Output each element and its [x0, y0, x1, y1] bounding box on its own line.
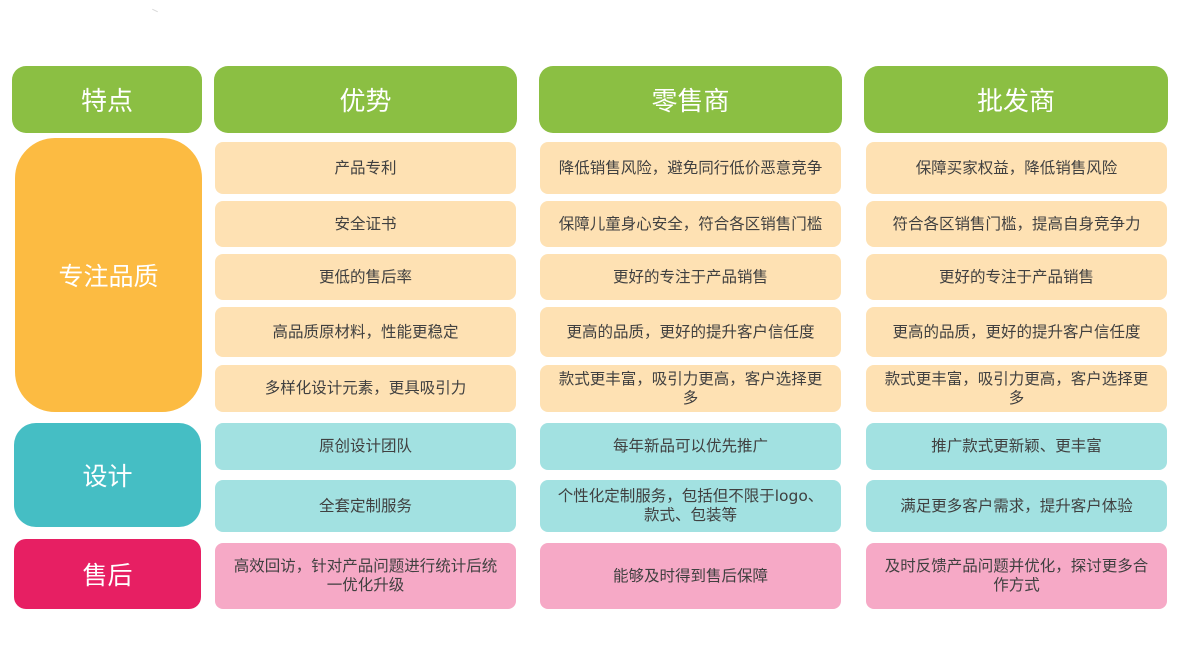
corner-mark	[152, 9, 158, 13]
retailer-cell: 个性化定制服务，包括但不限于logo、款式、包装等	[540, 480, 841, 532]
advantage-cell: 安全证书	[215, 201, 516, 247]
header-retailer: 零售商	[539, 66, 842, 133]
advantage-cell: 多样化设计元素，更具吸引力	[215, 365, 516, 412]
advantage-cell: 更低的售后率	[215, 254, 516, 300]
header-feature: 特点	[12, 66, 202, 133]
wholesaler-cell: 款式更丰富，吸引力更高，客户选择更多	[866, 365, 1167, 412]
wholesaler-cell: 及时反馈产品问题并优化，探讨更多合作方式	[866, 543, 1167, 609]
advantage-cell: 原创设计团队	[215, 423, 516, 470]
wholesaler-cell: 符合各区销售门槛，提高自身竞争力	[866, 201, 1167, 247]
retailer-cell: 款式更丰富，吸引力更高，客户选择更多	[540, 365, 841, 412]
advantage-cell: 全套定制服务	[215, 480, 516, 532]
advantage-cell: 高品质原材料，性能更稳定	[215, 307, 516, 357]
wholesaler-cell: 保障买家权益，降低销售风险	[866, 142, 1167, 194]
retailer-cell: 更好的专注于产品销售	[540, 254, 841, 300]
retailer-cell: 每年新品可以优先推广	[540, 423, 841, 470]
retailer-cell: 能够及时得到售后保障	[540, 543, 841, 609]
retailer-cell: 降低销售风险，避免同行低价恶意竞争	[540, 142, 841, 194]
advantage-cell: 高效回访，针对产品问题进行统计后统一优化升级	[215, 543, 516, 609]
wholesaler-cell: 满足更多客户需求，提升客户体验	[866, 480, 1167, 532]
retailer-cell: 保障儿童身心安全，符合各区销售门槛	[540, 201, 841, 247]
retailer-cell: 更高的品质，更好的提升客户信任度	[540, 307, 841, 357]
header-wholesaler: 批发商	[864, 66, 1168, 133]
header-advantage: 优势	[214, 66, 517, 133]
category-after-sales: 售后	[14, 539, 201, 609]
category-quality: 专注品质	[15, 138, 202, 412]
wholesaler-cell: 推广款式更新颖、更丰富	[866, 423, 1167, 470]
wholesaler-cell: 更高的品质，更好的提升客户信任度	[866, 307, 1167, 357]
category-design: 设计	[14, 423, 201, 527]
wholesaler-cell: 更好的专注于产品销售	[866, 254, 1167, 300]
advantage-cell: 产品专利	[215, 142, 516, 194]
